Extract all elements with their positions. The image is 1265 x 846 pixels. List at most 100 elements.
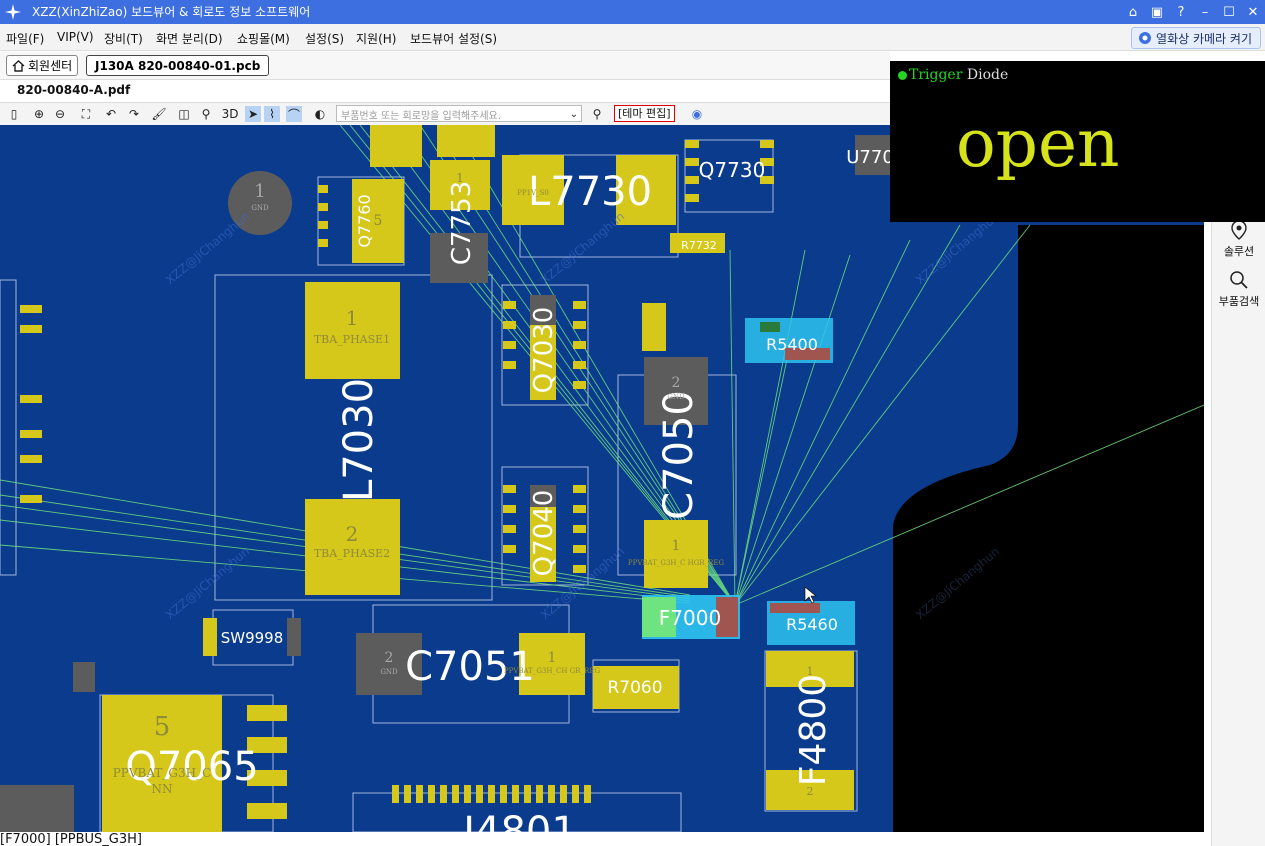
rotate-left-icon[interactable]: ↶ [105,107,117,121]
pdf-file-tab[interactable]: 820-00840-A.pdf [17,83,131,97]
label-l7030: L7030 [336,378,382,502]
rotate-right-icon[interactable]: ↷ [128,107,140,121]
label-r7732: R7732 [681,239,717,252]
menu-bar: 파일(F) VIP(V) 장비(T) 화면 분리(D) 쇼핑몰(M) 설정(S)… [0,24,1265,51]
meter-mode-trigger: Trigger [909,67,963,83]
pad-pin1-c7051: 1 [548,650,557,666]
net-trace-icon[interactable]: ⌇ [264,106,280,122]
mirror-icon[interactable]: ◫ [178,107,190,121]
pad-gnd-c7051: GND [380,668,398,676]
meter-mode: Trigger Diode [909,67,1008,83]
pad-pin2-l7030: 2 [346,522,359,546]
label-q7030: Q7030 [529,307,559,394]
trigger-status-icon [898,71,907,80]
pad-tba-phase1: TBA_PHASE1 [314,333,390,346]
gnd-pad-round [228,171,292,235]
lock-icon[interactable]: ⌂ [1128,4,1138,20]
close-icon[interactable]: ✕ [1247,4,1259,20]
pad-pin5-q7760: 5 [374,213,383,229]
diode-meter-overlay: Trigger Diode open [890,61,1265,222]
label-q7760: Q7760 [355,194,374,247]
paint-icon[interactable]: 🖌 [151,107,167,121]
pad-pin2-c7051: 2 [385,650,394,666]
part-search-label: 부품검색 [1218,295,1260,308]
camera-target-icon [1139,32,1152,44]
help-icon[interactable]: ? [1177,4,1185,20]
menu-file[interactable]: 파일(F) [6,32,45,46]
document-tab-bar: 820-00840-A.pdf [0,80,890,103]
menu-support[interactable]: 지원(H) [356,32,397,46]
pcb-view[interactable]: L7730 Q7730 U770 R5400 R5460 F7000 R7060… [0,125,1204,832]
watermark-4: XZZ@JiChanghun [163,544,252,622]
part-search-input[interactable]: 부품번호 또는 회로망을 입력해주세요. [336,105,582,122]
pad-ppvbat-c7050: PPVBAT_G3H_C HGR_REG [628,559,725,567]
menu-settings[interactable]: 설정(S) [305,32,345,46]
curve-icon[interactable]: ⌒ [286,106,302,122]
pad-pin1-round: 1 [254,181,265,202]
member-center-label: 회원센터 [28,59,73,73]
label-r7060: R7060 [607,678,662,698]
zoom-out-icon[interactable]: ⊖ [54,107,66,121]
menu-boardviewer-settings[interactable]: 보드뷰어 설정(S) [410,32,498,46]
three-d-button[interactable]: 3D [221,107,239,121]
eye-icon[interactable]: ◉ [691,107,703,121]
right-side-panel: 솔루션 부품검색 [1211,210,1265,846]
label-q7065: Q7065 [125,744,258,790]
search-icon[interactable]: ⚲ [592,107,602,121]
pad-pin5-q7065: 5 [154,712,171,742]
label-q7040: Q7040 [529,490,559,577]
solution-button[interactable]: 솔루션 [1212,220,1265,259]
meter-reading: open [956,105,1120,182]
pad-pp1v-s0: PP1V_S0 [517,189,549,197]
menu-split-view[interactable]: 화면 분리(D) [156,32,223,46]
app-logo-icon [5,4,21,20]
mouse-icon[interactable]: ◐ [314,107,326,121]
menu-vip[interactable]: VIP(V) [57,30,94,44]
part-search-button[interactable]: 부품검색 [1212,270,1265,309]
magnifier-icon [1230,271,1248,289]
label-l7730: L7730 [528,169,652,215]
solution-label: 솔루션 [1223,245,1255,258]
pad-nn-q7065: NN [152,782,173,796]
file-tab-bar: 회원센터 J130A 820-00840-01.pcb [0,52,890,80]
label-c7753: C7753 [447,181,477,265]
pad-pin1-f4800: 1 [807,665,814,678]
notice-icon[interactable]: ▣ [1150,4,1164,20]
select-arrow-icon[interactable]: ➤ [245,106,261,122]
thermal-camera-label: 열화상 카메라 켜기 [1156,31,1252,46]
split-panel-icon[interactable]: ▯ [10,107,18,121]
chevron-down-icon[interactable]: ⌄ [569,108,579,120]
map-pin-icon [1231,220,1247,240]
pad-pin2-c7050: 2 [672,375,681,391]
probe-icon[interactable]: ⚲ [201,107,211,121]
fit-view-icon[interactable]: ⛶ [81,106,91,121]
meter-mode-name: Diode [966,67,1009,83]
theme-edit-button[interactable]: [테마 편집] [614,105,675,122]
label-u7700: U770 [846,147,894,168]
pad-pin2-f4800: 2 [807,785,814,798]
thermal-camera-button[interactable]: 열화상 카메라 켜기 [1131,27,1261,49]
zoom-in-icon[interactable]: ⊕ [33,107,45,121]
window-title: XZZ(XinZhiZao) 보드뷰어 & 회로도 정보 소프트웨어 [32,5,311,19]
pad-pin1-l7030: 1 [346,306,359,330]
label-sw9998: SW9998 [221,629,284,647]
member-center-tab[interactable]: 회원센터 [6,55,79,76]
board-canvas[interactable]: L7730 Q7730 U770 R5400 R5460 F7000 R7060… [0,125,1204,832]
label-q7730: Q7730 [699,158,766,182]
board-file-tab[interactable]: J130A 820-00840-01.pcb [86,55,270,76]
status-bar: [F7000] [PPBUS_G3H] [0,832,1211,846]
watermark-1: XZZ@JiChanghun [163,209,252,287]
pad-pin1-c7753: 1 [456,171,464,185]
pad-gnd-c7050: GND [667,393,685,401]
pad-pin1-c7050: 1 [672,538,681,554]
minimize-icon[interactable]: – [1201,4,1209,20]
maximize-icon[interactable]: ☐ [1223,4,1235,20]
menu-equipment[interactable]: 장비(T) [104,32,143,46]
home-icon [12,59,25,72]
label-f4800: F4800 [793,674,834,786]
label-r5400: R5400 [766,335,818,354]
label-c7051: C7051 [405,644,535,690]
label-j4801: J4801 [460,809,577,832]
menu-shop[interactable]: 쇼핑몰(M) [237,32,290,46]
mouse-cursor-icon [804,586,817,604]
